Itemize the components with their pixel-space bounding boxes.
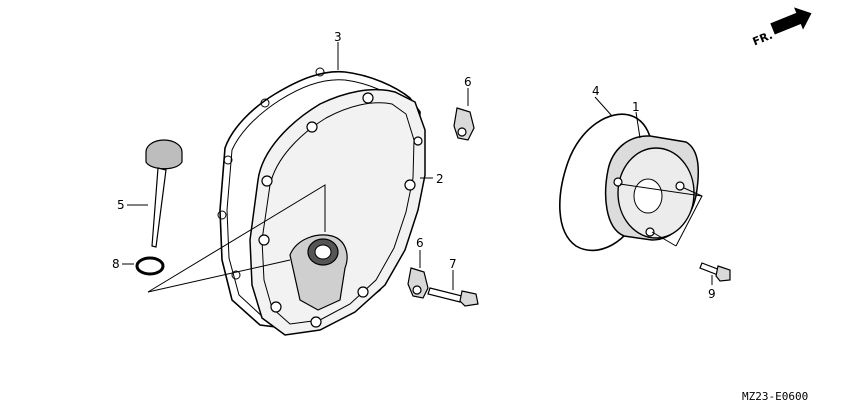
part-clamp-upper — [453, 107, 475, 141]
part-bolt-9 — [699, 262, 731, 282]
diagram-code: MZ23-E0600 — [742, 390, 808, 403]
callout-1: 1 — [632, 100, 640, 114]
callout-6-upper: 6 — [464, 75, 472, 89]
part-crankcase-cover — [249, 88, 426, 336]
callout-7: 7 — [449, 257, 457, 271]
callout-4: 4 — [592, 84, 600, 98]
part-clamp-lower — [407, 267, 429, 299]
callout-9: 9 — [708, 287, 716, 301]
front-label: FR. — [751, 29, 775, 49]
leader-lines — [122, 42, 713, 293]
callout-2: 2 — [436, 172, 444, 186]
callout-8: 8 — [112, 257, 120, 271]
callout-6-lower: 6 — [416, 236, 424, 250]
callout-5: 5 — [117, 198, 125, 212]
part-oil-dipstick — [145, 139, 183, 248]
callout-3: 3 — [334, 30, 342, 44]
part-bolt-7 — [427, 287, 479, 307]
front-direction-marker: FR. — [751, 7, 812, 49]
arrow-right-icon — [770, 7, 812, 35]
part-o-ring — [135, 256, 165, 276]
